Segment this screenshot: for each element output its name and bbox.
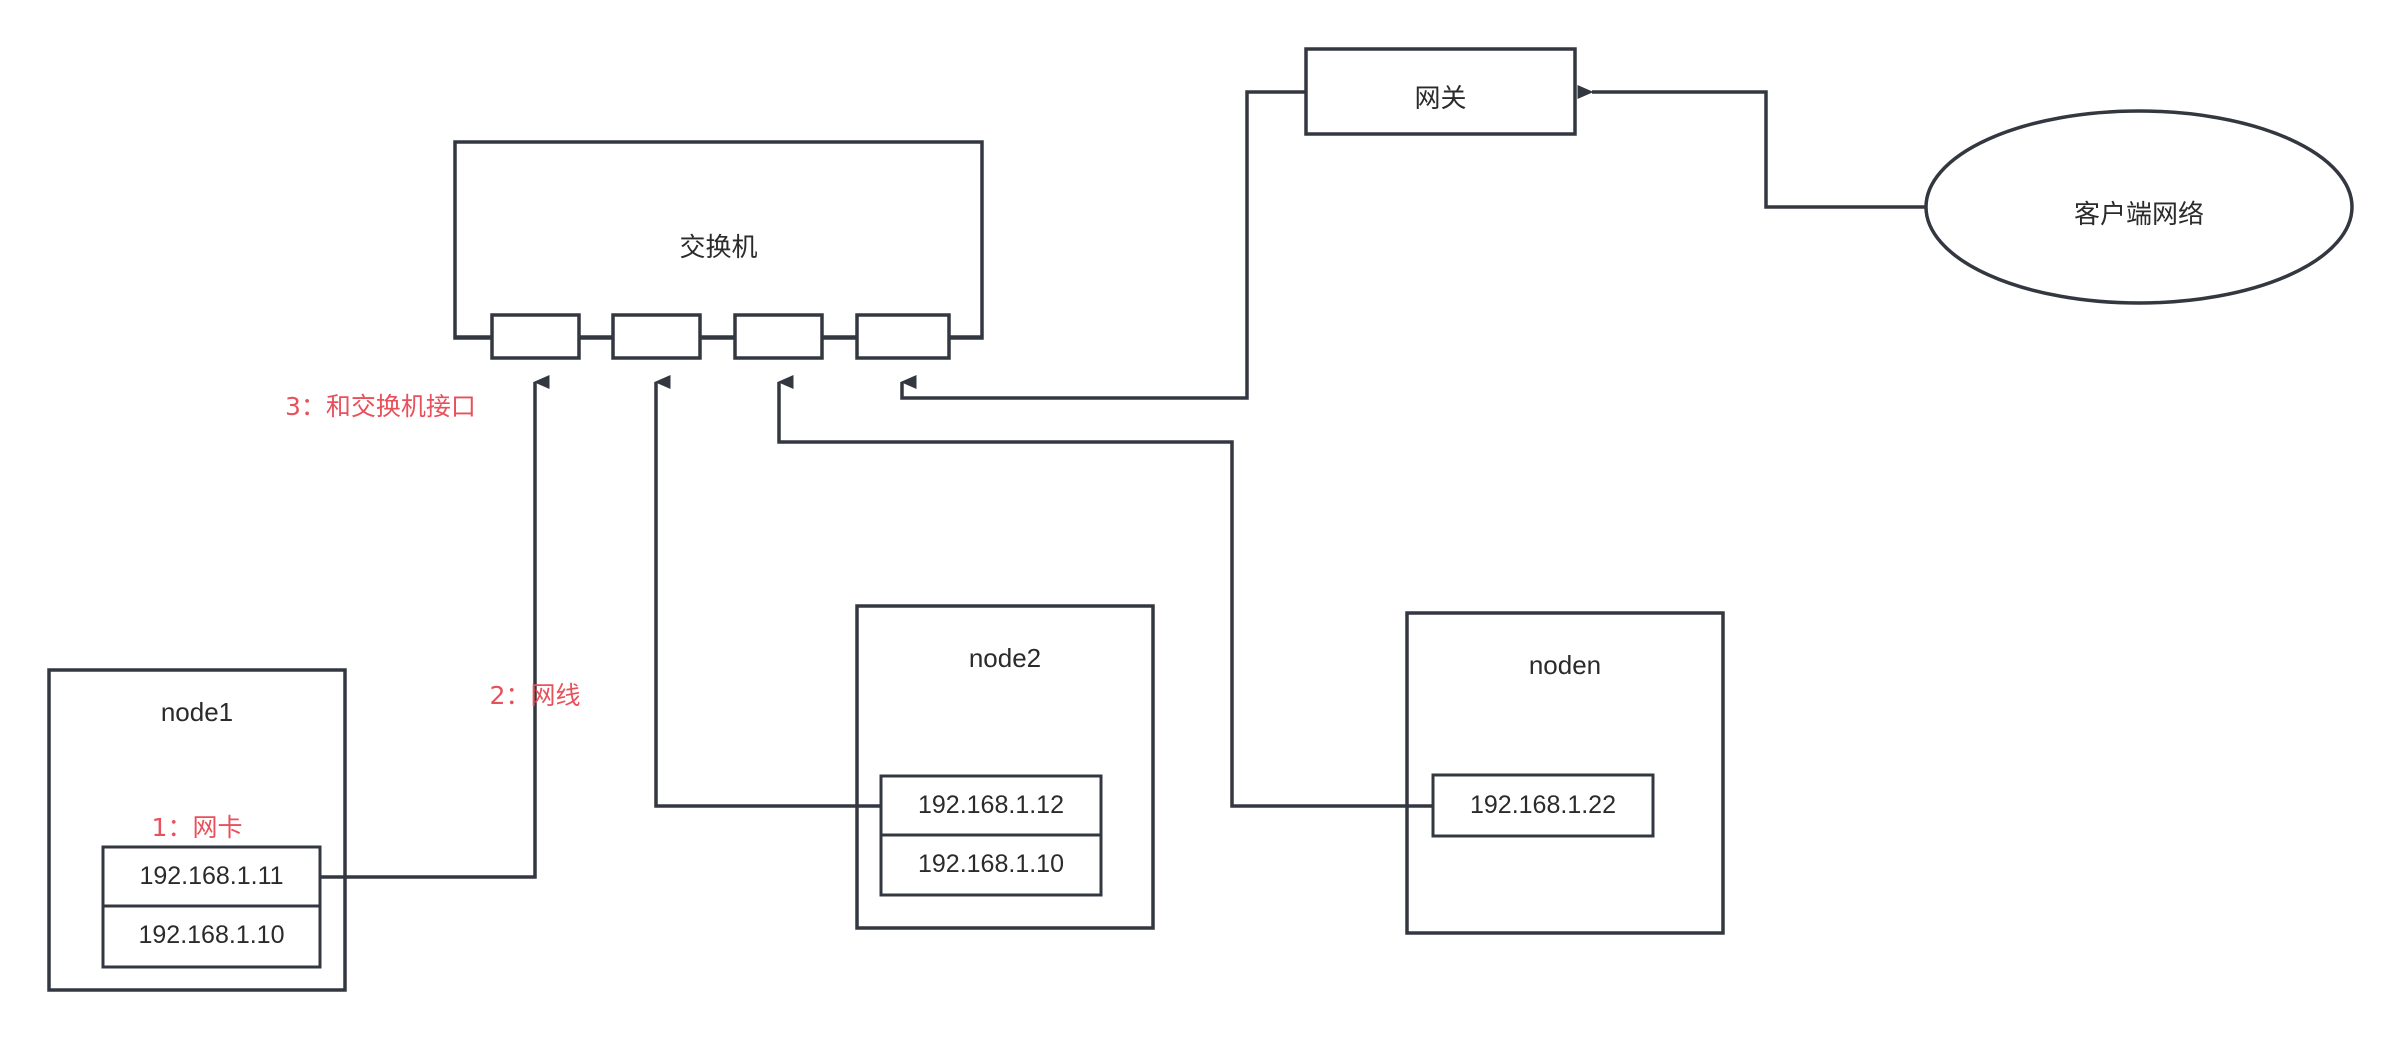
gateway-label: 网关 [1414, 84, 1467, 114]
node1-ip-secondary: 192.168.1.10 [138, 921, 285, 949]
annotation-switch-port: 3：和交换机接口 [285, 392, 476, 421]
edge-node1-to-port1 [320, 375, 550, 879]
node2-ip-secondary: 192.168.1.10 [918, 850, 1064, 878]
node1-ip-primary: 192.168.1.11 [139, 862, 284, 890]
annotation-nic: 1：网卡 [151, 813, 243, 842]
switch-port-4[interactable] [855, 313, 951, 360]
node2-ip-primary: 192.168.1.12 [918, 791, 1064, 819]
switch-body[interactable] [453, 140, 984, 340]
annotation-cable: 2：网线 [489, 681, 581, 710]
client-network-label: 客户端网络 [2073, 200, 2204, 230]
switch-label: 交换机 [679, 233, 758, 263]
edge-node2-to-port2 [654, 375, 881, 808]
switch-port-2[interactable] [611, 313, 702, 360]
noden-body[interactable] [1405, 611, 1725, 935]
noden-nic-box[interactable] [1431, 773, 1655, 838]
switch-port-3[interactable] [733, 313, 824, 360]
edge-gateway-to-port4 [900, 90, 1306, 400]
edge-clientnetwork-to-gateway [1577, 85, 1926, 209]
noden-label: noden [1528, 650, 1602, 680]
node2-label: node2 [968, 643, 1042, 673]
edge-noden-to-port3 [777, 375, 1433, 808]
switch-port-1[interactable] [490, 313, 581, 360]
node1-label: node1 [160, 697, 234, 727]
noden-ip-primary: 192.168.1.22 [1470, 791, 1616, 819]
